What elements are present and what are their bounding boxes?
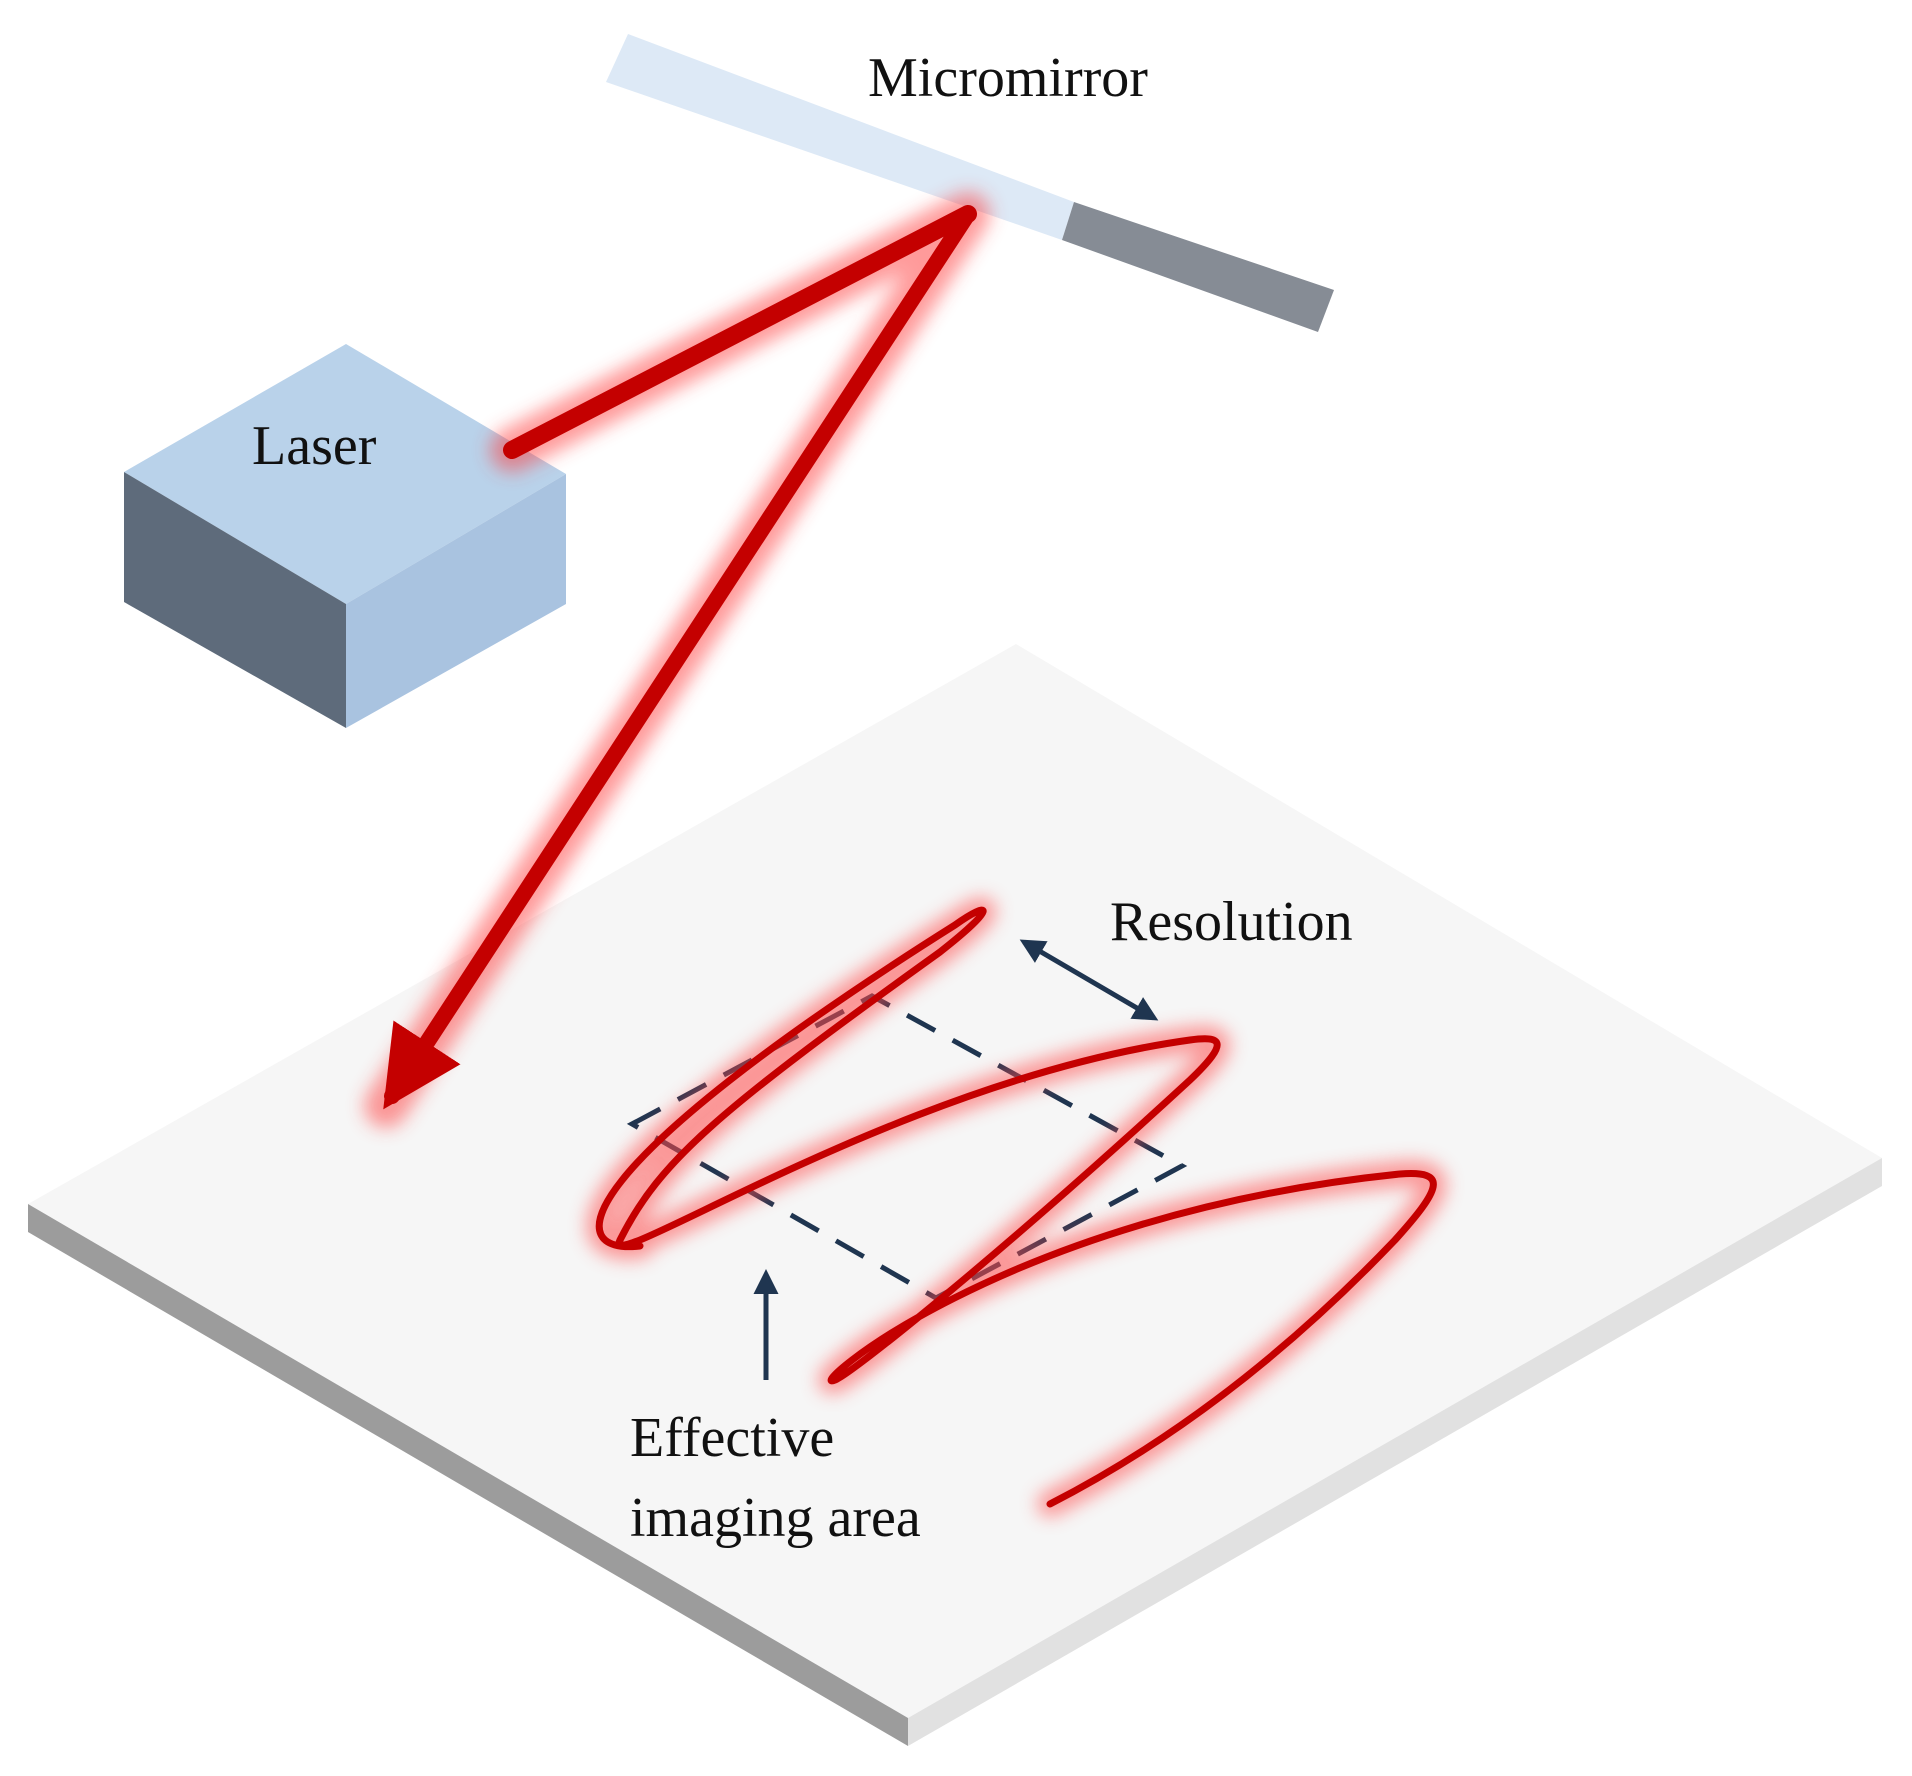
plate-front-face (28, 1204, 908, 1746)
effective-imaging-area-label-line2: imaging area (630, 1487, 921, 1549)
laser-beam (364, 192, 990, 1128)
laser-box-right (346, 474, 566, 728)
sample-plate (28, 644, 1882, 1746)
scan-path (586, 897, 1447, 1517)
laser-box (124, 344, 566, 728)
plate-top-face (28, 644, 1882, 1718)
resolution-label: Resolution (1110, 891, 1353, 953)
incident-beam (503, 205, 977, 459)
plate-right-face (908, 1158, 1882, 1746)
scan-line (595, 906, 1437, 1508)
laser-label: Laser (252, 415, 377, 477)
micromirror (606, 34, 1334, 332)
laser-box-top (124, 344, 566, 604)
resolution-arrow (1019, 939, 1159, 1021)
effective-imaging-area-label-line1: Effective (630, 1407, 834, 1469)
micromirror-label: Micromirror (868, 47, 1148, 109)
laser-box-left (124, 472, 346, 728)
micromirror-surface (606, 34, 1074, 240)
reflected-beam (383, 206, 976, 1110)
micromirror-edge (1062, 202, 1334, 332)
